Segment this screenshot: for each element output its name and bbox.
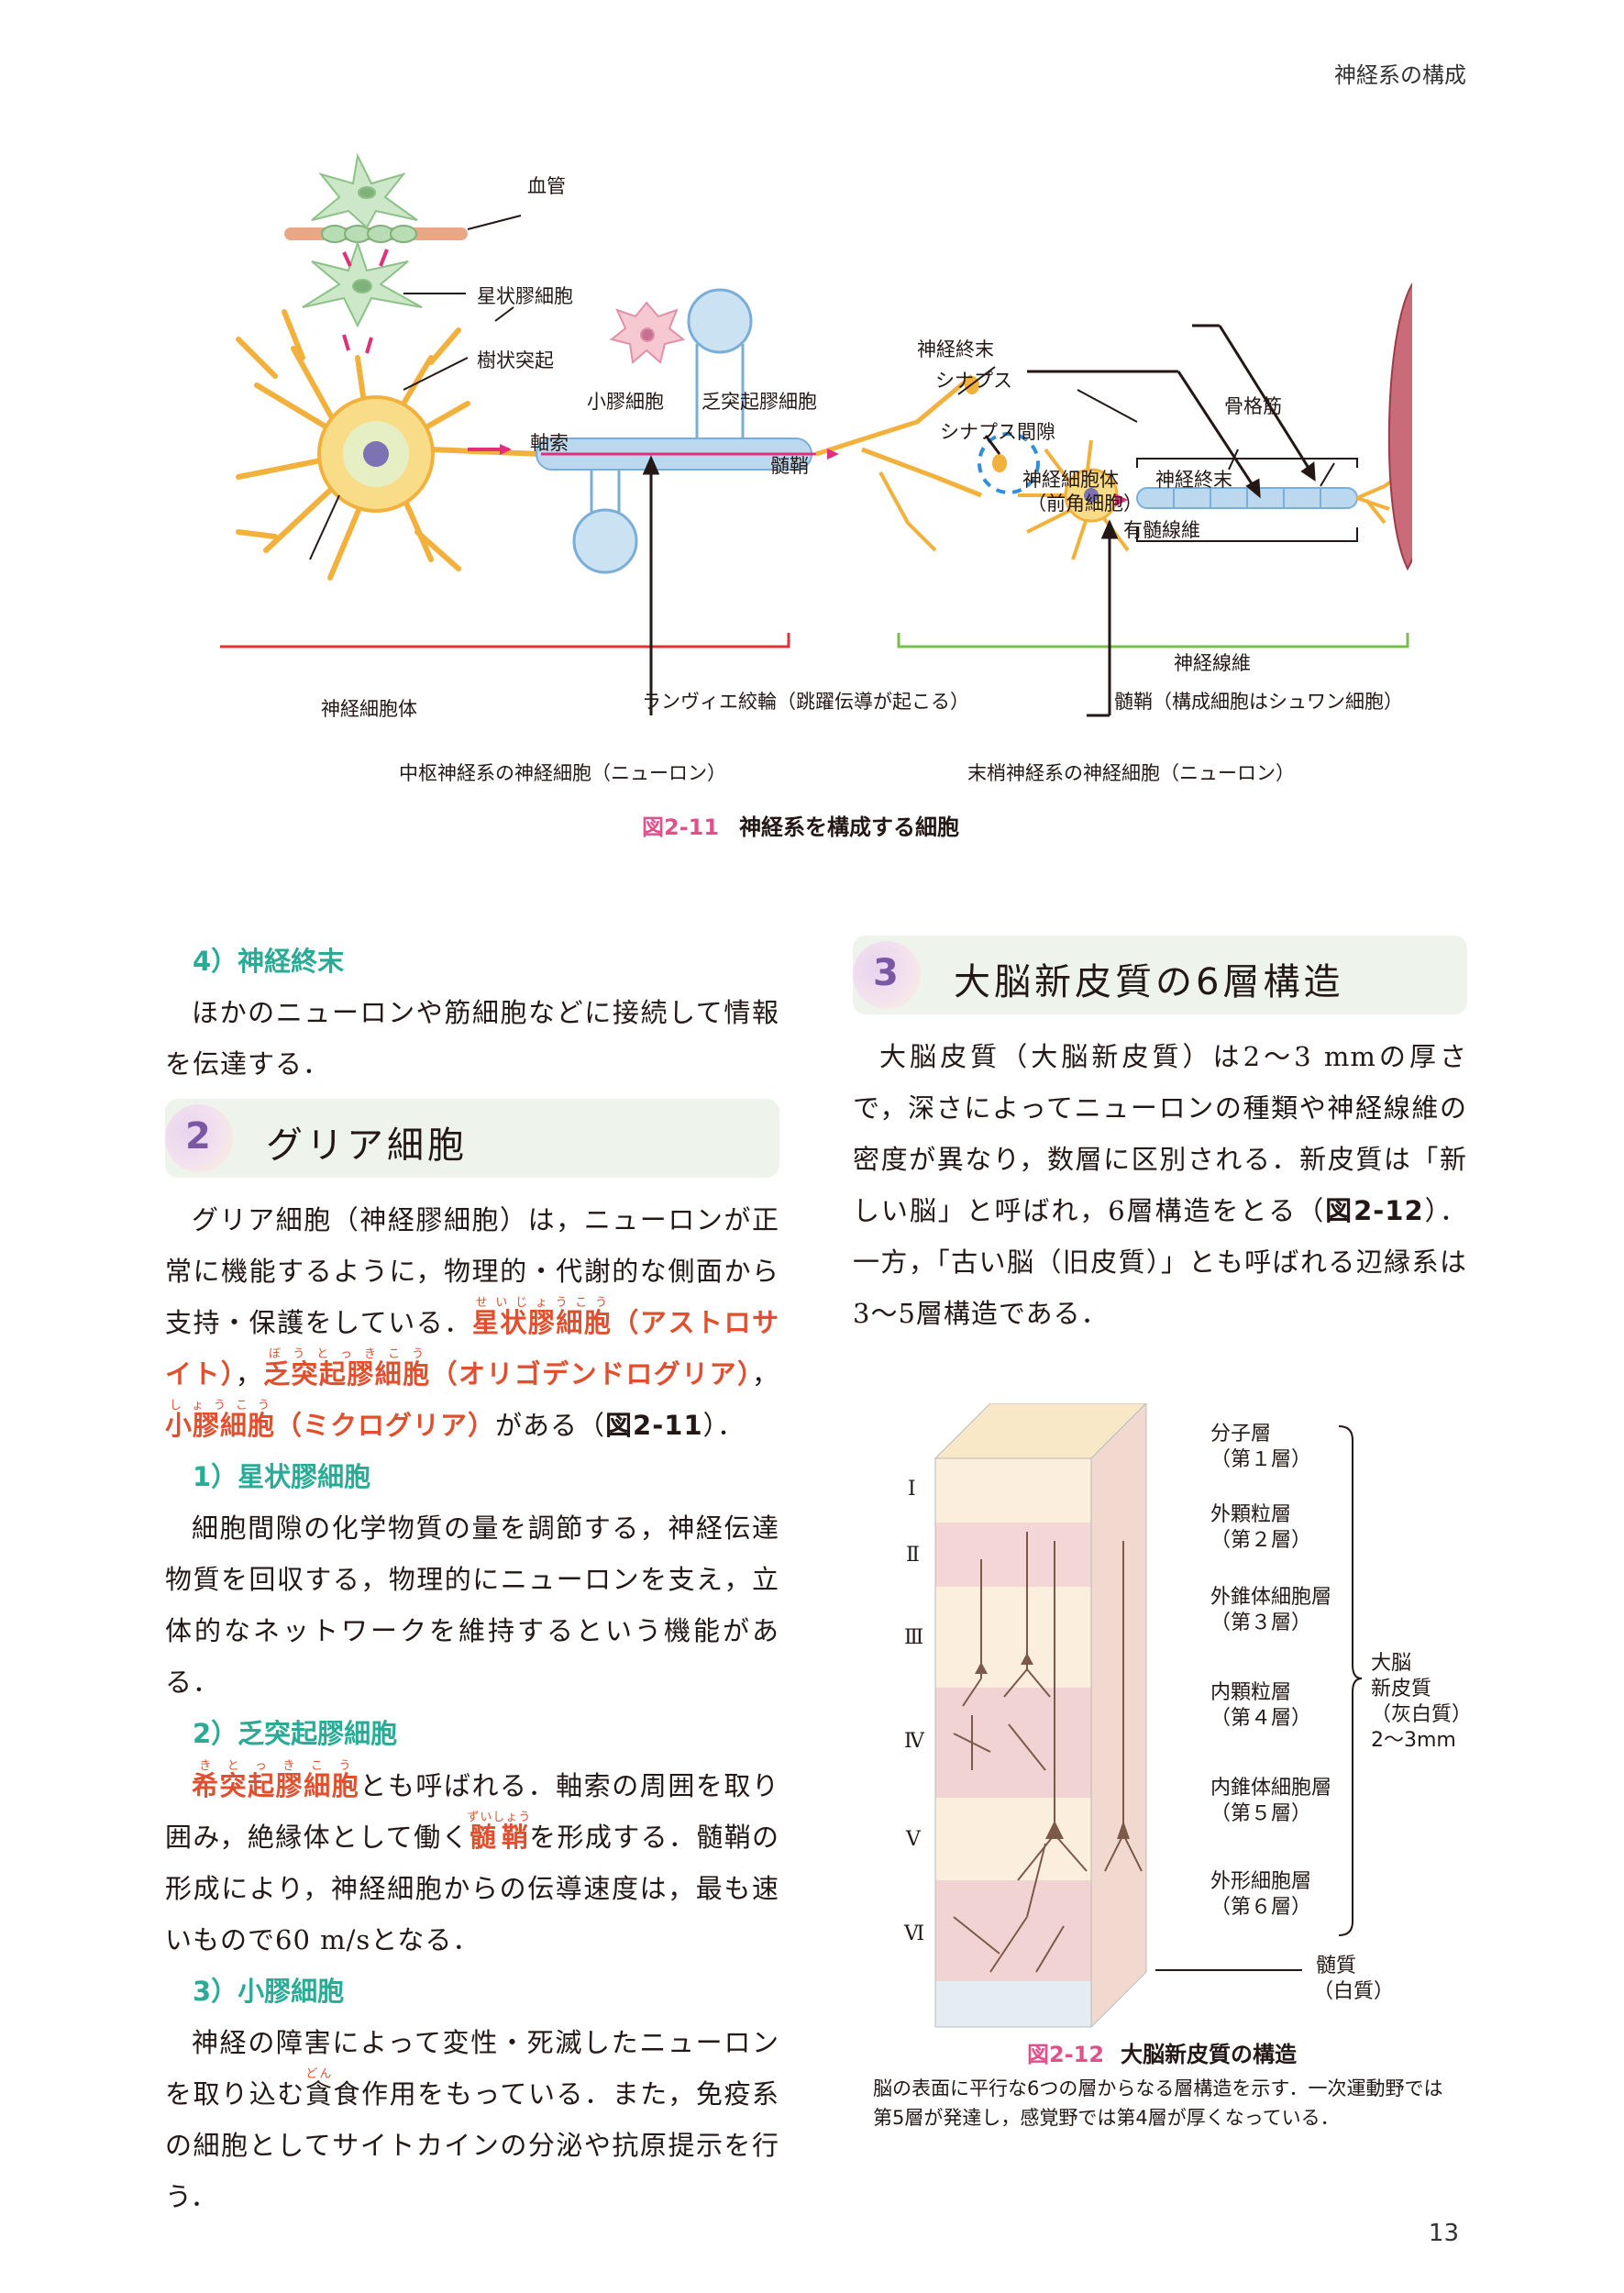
layer-3-name: 外錐体細胞層 xyxy=(1210,1586,1331,1609)
section-3-heading: 3 大脳新皮質の6層構造 xyxy=(853,936,1467,1014)
layer-1-name: 分子層 xyxy=(1210,1423,1271,1446)
label-cell-body: 神経細胞体 xyxy=(321,698,417,720)
running-head: 神経系の構成 xyxy=(1334,62,1466,88)
figure-2-12-illustration: Ⅰ Ⅱ Ⅲ Ⅳ Ⅴ Ⅵ 分子層 （第１層） 外顆粒層 （第２層） 外錐体細胞層 … xyxy=(844,1403,1486,2045)
figure-reference: 図2-11 xyxy=(605,1410,703,1441)
cortex-label-2: 新皮質 xyxy=(1371,1678,1431,1700)
paragraph-microglia: 神経の障害によって変性・死滅したニューロンを取り込む貪どん食作用をもっている．ま… xyxy=(165,2027,779,2212)
label-myelinated-fiber: 有髄線維 xyxy=(1123,519,1200,541)
synapse-highlight xyxy=(978,432,1040,494)
neuron-cell-body-graphic xyxy=(236,309,470,581)
layer-numeral-3: Ⅲ xyxy=(904,1626,923,1649)
paragraph-cortex: 大脳皮質（大脳新皮質）は2～3 mmの厚さで，深さによってニューロンの種類や神経… xyxy=(853,1041,1467,1329)
cortex-brace xyxy=(1338,1425,1363,1936)
layer-3-sub: （第３層） xyxy=(1210,1612,1311,1634)
oligodendrocyte-graphic xyxy=(572,288,753,574)
layer-numeral-4: Ⅳ xyxy=(904,1730,925,1753)
label-nerve-fiber: 神経線維 xyxy=(1174,652,1251,674)
section-2-heading: 2 グリア細胞 xyxy=(165,1099,779,1178)
figure-number: 図2-11 xyxy=(642,814,720,840)
axon-graphic xyxy=(430,374,982,552)
section-title: 大脳新皮質の6層構造 xyxy=(954,961,1344,1003)
layer-2-sub: （第２層） xyxy=(1210,1529,1311,1552)
label-node-of-ranvier: ランヴィエ絞輪（跳躍伝導が起こる） xyxy=(642,691,969,713)
medulla-label-1: 髄質 xyxy=(1316,1955,1356,1977)
figure-2-11-illustration: 血管 星状膠細胞 樹状突起 小膠細胞 乏突起膠細胞 軸索 髄鞘 神経細胞体 ラン… xyxy=(220,147,1412,825)
layer-6-name: 外形細胞層 xyxy=(1210,1870,1311,1893)
layer-4-name: 内顆粒層 xyxy=(1210,1681,1291,1704)
section-title: グリア細胞 xyxy=(266,1124,468,1167)
right-column: 3 大脳新皮質の6層構造 大脳皮質（大脳新皮質）は2～3 mmの厚さで，深さによ… xyxy=(853,936,1467,1339)
section-number: 3 xyxy=(873,952,899,994)
layer-4-sub: （第４層） xyxy=(1210,1707,1311,1730)
layer-numeral-6: Ⅵ xyxy=(903,1922,924,1945)
peripheral-nerve-fiber-graphic xyxy=(1136,487,1358,509)
paragraph-nerve-terminal: ほかのニューロンや筋細胞などに接続して情報を伝達する． xyxy=(165,997,779,1080)
label-skeletal-muscle: 骨格筋 xyxy=(1224,395,1282,417)
microglia-graphic xyxy=(609,301,686,364)
paragraph-oligodendrocyte: 希突起膠細胞きとっきこうとも呼ばれる．軸索の周囲を取り囲み，絶縁体として働く髄鞘… xyxy=(165,1759,779,1955)
label-motor-cell-body: 神経細胞体 xyxy=(1022,469,1119,491)
label-motor-cell-body-sub: （前角細胞） xyxy=(1027,493,1143,515)
label-astrocyte: 星状膠細胞 xyxy=(477,285,573,307)
left-column: 4）神経終末 ほかのニューロンや筋細胞などに接続して情報を伝達する． 2 グリア… xyxy=(165,936,779,2222)
figure-title: 神経系を構成する細胞 xyxy=(739,814,960,840)
pns-bracket xyxy=(897,633,1409,648)
page-number: 13 xyxy=(1428,2220,1459,2247)
skeletal-muscle-graphic xyxy=(1387,282,1412,571)
layer-1-sub: （第１層） xyxy=(1210,1448,1311,1471)
cortex-label-1: 大脳 xyxy=(1371,1652,1411,1675)
label-schwann-myelin: 髄鞘（構成細胞はシュワン細胞） xyxy=(1114,691,1403,713)
layer-numeral-1: Ⅰ xyxy=(908,1478,916,1501)
figure-title: 大脳新皮質の構造 xyxy=(1121,2042,1298,2067)
layer-2-name: 外顆粒層 xyxy=(1210,1503,1291,1526)
label-nerve-terminal: 神経終末 xyxy=(917,338,994,360)
label-cns-neuron: 中枢神経系の神経細胞（ニューロン） xyxy=(399,762,726,784)
section-number: 2 xyxy=(185,1115,211,1158)
section-number-badge xyxy=(165,1104,233,1172)
subheading-oligodendrocyte: 2）乏突起膠細胞 xyxy=(193,1718,398,1749)
subheading-astrocyte: 1）星状膠細胞 xyxy=(193,1461,371,1492)
blood-vessel-graphic xyxy=(284,225,468,243)
layer-6-sub: （第６層） xyxy=(1210,1896,1311,1919)
cortex-label-3: （灰白質） xyxy=(1371,1703,1472,1726)
figure-2-12-caption: 図2-12 大脳新皮質の構造 脳の表面に平行な6つの層からなる層構造を示す．一次運… xyxy=(873,2036,1451,2132)
label-myelin: 髄鞘 xyxy=(770,455,809,477)
cortex-neurons-graphic xyxy=(953,1532,1143,1973)
astrocyte-graphic xyxy=(302,152,423,328)
figure-2-11-caption: 図2-11 神経系を構成する細胞 xyxy=(642,809,959,841)
layer-5-name: 内錐体細胞層 xyxy=(1210,1777,1331,1800)
cortex-label-4: 2～3mm xyxy=(1371,1729,1456,1752)
subheading-nerve-terminal: 4）神経終末 xyxy=(193,946,345,977)
layer-numeral-2: Ⅱ xyxy=(906,1544,920,1567)
label-synaptic-cleft: シナプス間隙 xyxy=(940,421,1055,443)
paragraph-astrocyte: 細胞間隙の化学物質の量を調節する，神経伝達物質を回収する，物理的にニューロンを支… xyxy=(165,1512,779,1698)
label-pns-neuron: 末梢神経系の神経細胞（ニューロン） xyxy=(967,762,1295,784)
cns-bracket xyxy=(220,633,790,648)
section-number-badge xyxy=(853,941,921,1009)
label-nerve-terminal-2: 神経終末 xyxy=(1155,469,1232,491)
label-blood-vessel: 血管 xyxy=(527,175,566,197)
figure-number: 図2-12 xyxy=(1026,2042,1105,2067)
label-synapse: シナプス xyxy=(935,370,1012,392)
figure-reference: 図2-12 xyxy=(1325,1195,1424,1226)
layer-5-sub: （第５層） xyxy=(1210,1802,1311,1825)
label-axon: 軸索 xyxy=(530,432,569,454)
figure-caption-body: 脳の表面に平行な6つの層からなる層構造を示す．一次運動野では第5層が発達し，感覚… xyxy=(873,2077,1443,2129)
medulla-label-2: （白質） xyxy=(1313,1980,1394,2003)
label-oligodendrocyte: 乏突起膠細胞 xyxy=(702,391,817,413)
subheading-microglia: 3）小膠細胞 xyxy=(193,1976,345,2007)
paragraph-glia: グリア細胞（神経膠細胞）は，ニューロンが正常に機能するように，物理的・代謝的な側… xyxy=(165,1204,779,1441)
label-dendrite: 樹状突起 xyxy=(477,349,554,371)
label-microglia: 小膠細胞 xyxy=(587,391,664,413)
layer-numeral-5: Ⅴ xyxy=(905,1828,922,1851)
